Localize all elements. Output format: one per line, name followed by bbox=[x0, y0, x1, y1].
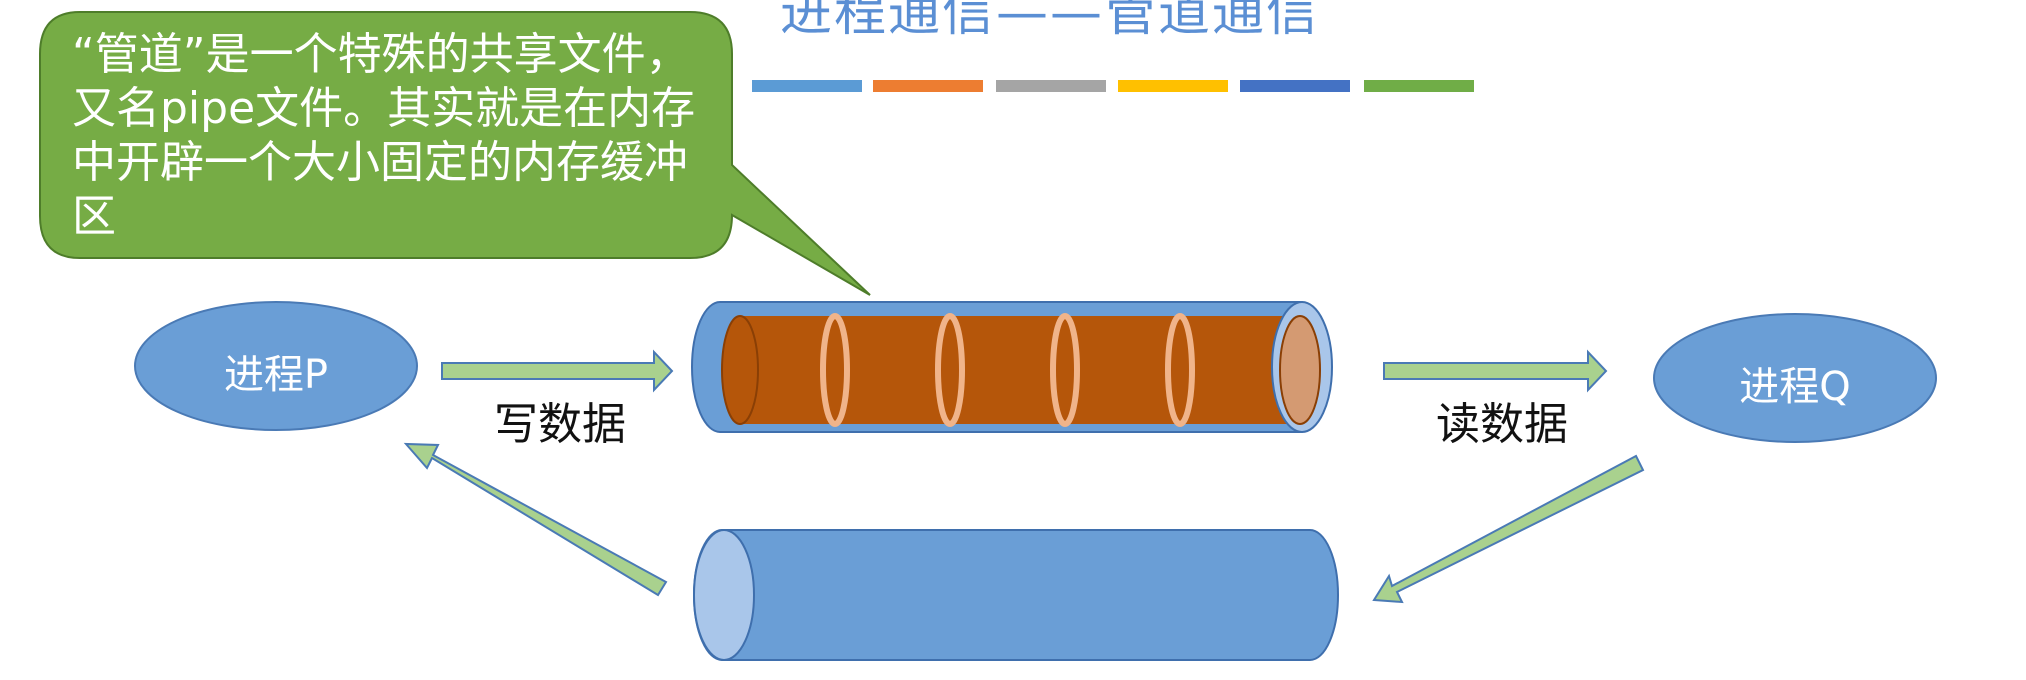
color-bar-segment-6 bbox=[1364, 80, 1474, 92]
color-bar-segment-1 bbox=[752, 80, 862, 92]
read-data-label: 读数据 bbox=[1436, 399, 1568, 450]
callout-text: “管道”是一个特殊的共享文件，又名pipe文件。其实就是在内存中开辟一个大小固定… bbox=[72, 29, 696, 242]
process-q-node bbox=[1653, 313, 1937, 443]
empty-pipe bbox=[693, 529, 1339, 661]
write-data-label: 写数据 bbox=[494, 399, 626, 450]
callout-bubble bbox=[39, 11, 871, 296]
pipe-data-buffer bbox=[740, 316, 1300, 424]
pipe-with-data bbox=[691, 301, 1333, 433]
process-p-label: 进程P bbox=[223, 352, 329, 398]
write-arrow bbox=[441, 349, 674, 393]
process-q-label: 进程Q bbox=[1739, 364, 1851, 410]
return-arrow-left bbox=[403, 442, 668, 597]
process-p-node bbox=[134, 301, 418, 431]
color-bar-segment-5 bbox=[1240, 80, 1350, 92]
color-bar-segment-4 bbox=[1118, 80, 1228, 92]
color-bar-segment-2 bbox=[873, 80, 983, 92]
color-bar-segment-3 bbox=[996, 80, 1106, 92]
title-color-bar bbox=[752, 80, 1474, 92]
return-arrow-right bbox=[1372, 454, 1645, 604]
slide-title: 进程通信——管道通信 bbox=[780, 0, 1321, 43]
read-arrow bbox=[1383, 349, 1608, 393]
